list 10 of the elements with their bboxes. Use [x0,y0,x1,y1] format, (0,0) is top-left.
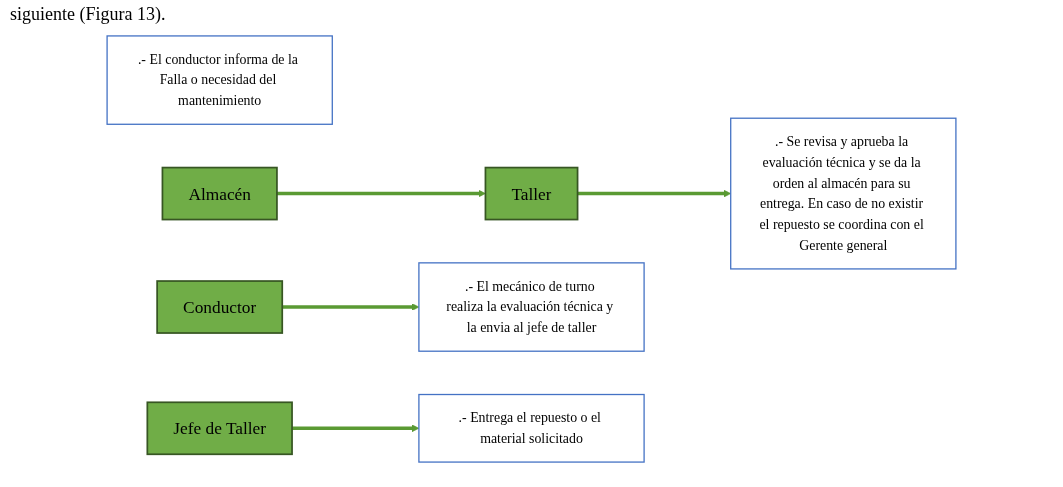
node-box: Conductor [156,280,284,334]
arrow [276,189,486,198]
node-box: Taller [484,166,579,221]
node-box: .- El conductor informa de la Falla o necesidad del mantenimiento [106,35,333,125]
node-box: .- Entrega el repuesto o el material solicitado [418,393,645,463]
node-box: Jefe de Taller [146,401,293,456]
node-box: Almacén [161,166,278,221]
note-text: siguiente (Figura 13). [10,4,167,25]
node-box: .- El mecánico de turno realiza la evaluación técnica y la envia al jefe de taller [418,262,645,352]
node-box: .- Se revisa y aprueba la evaluación técnica y se da la orden al almacén para su entrega. En caso de no existir el repuesto se coordina con el Gerente general [730,117,957,270]
